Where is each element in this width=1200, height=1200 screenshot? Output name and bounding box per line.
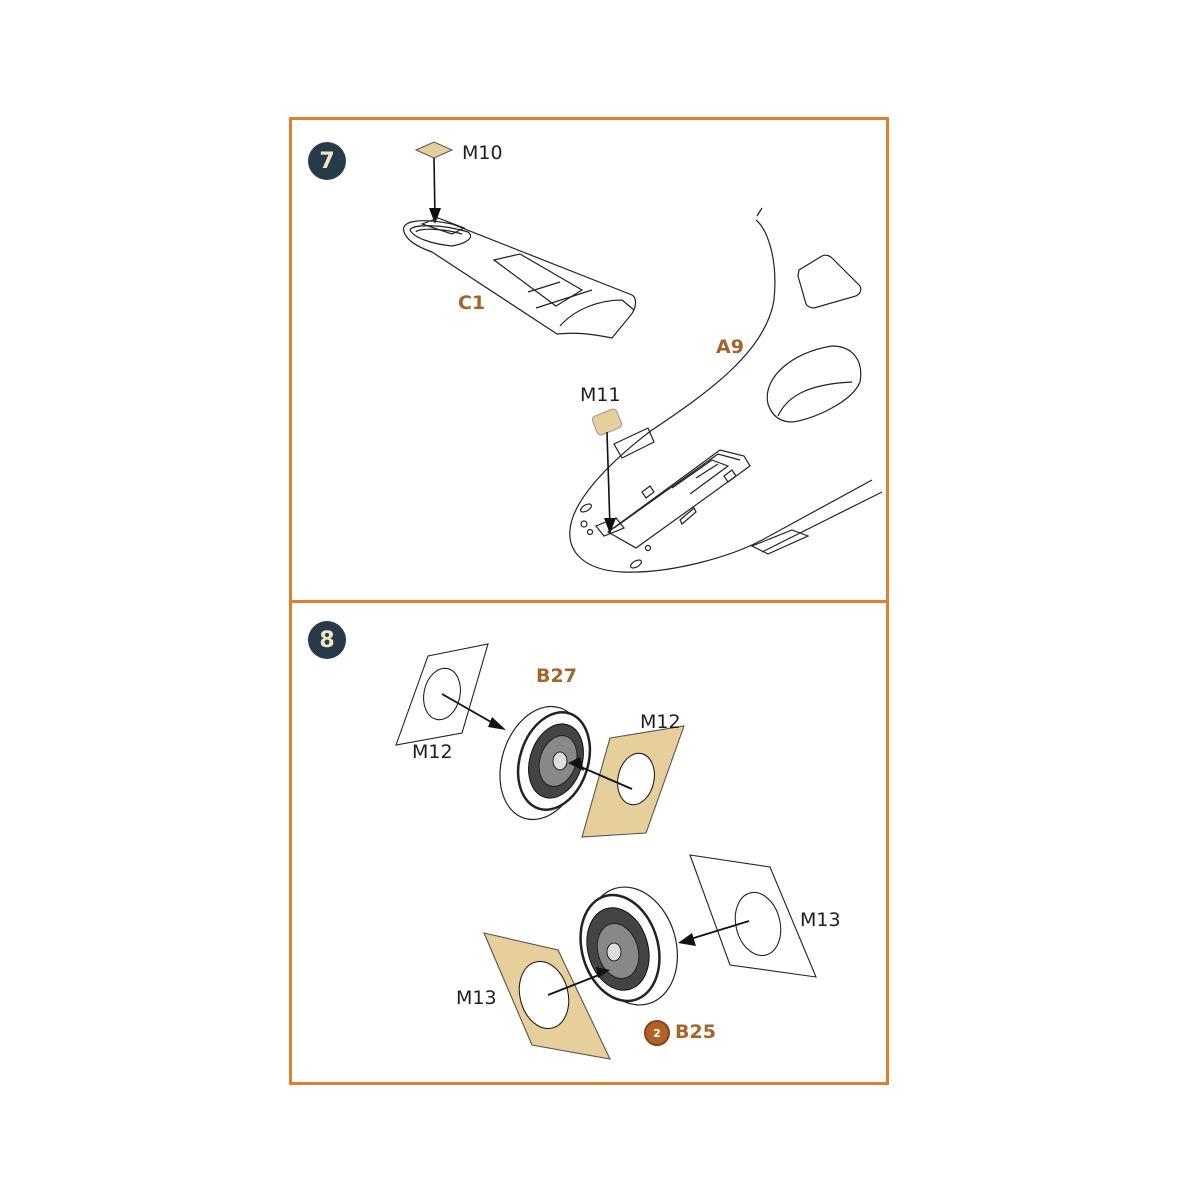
mask-m11-shape (591, 408, 623, 436)
step-7-panel: 7 (289, 117, 889, 603)
wheel-b27-shape (499, 705, 592, 821)
repeat-x2-icon: 2 (644, 1020, 670, 1046)
mask-label-m10: M10 (462, 142, 503, 164)
mask-label-m12-right: M12 (640, 711, 681, 733)
step-number: 8 (319, 627, 335, 653)
mask-label-m13-right: M13 (800, 909, 841, 931)
mask-m12-left-shape (395, 643, 489, 746)
quantity-value: 2 (653, 1026, 661, 1040)
wheel-b25-shape (579, 886, 679, 1006)
mask-m13-right-shape (689, 854, 817, 978)
canopy-c1-shape (403, 217, 637, 339)
step-number-badge: 7 (308, 142, 346, 180)
mask-label-m12-left: M12 (412, 741, 453, 763)
step-7-drawing (403, 141, 883, 573)
step-8-drawing (395, 643, 817, 1060)
part-label-b27: B27 (536, 665, 577, 687)
fuselage-a9-shape (569, 207, 883, 573)
mask-label-m11: M11 (580, 384, 621, 406)
part-label-b25: B25 (675, 1021, 716, 1043)
step-number: 7 (319, 148, 335, 174)
step-8-panel: 8 (289, 600, 889, 1085)
part-label-c1: C1 (458, 292, 486, 314)
step-number-badge: 8 (308, 621, 346, 659)
part-label-a9: A9 (716, 336, 744, 358)
mask-label-m13-left: M13 (456, 987, 497, 1009)
mask-m10-shape (414, 141, 454, 159)
